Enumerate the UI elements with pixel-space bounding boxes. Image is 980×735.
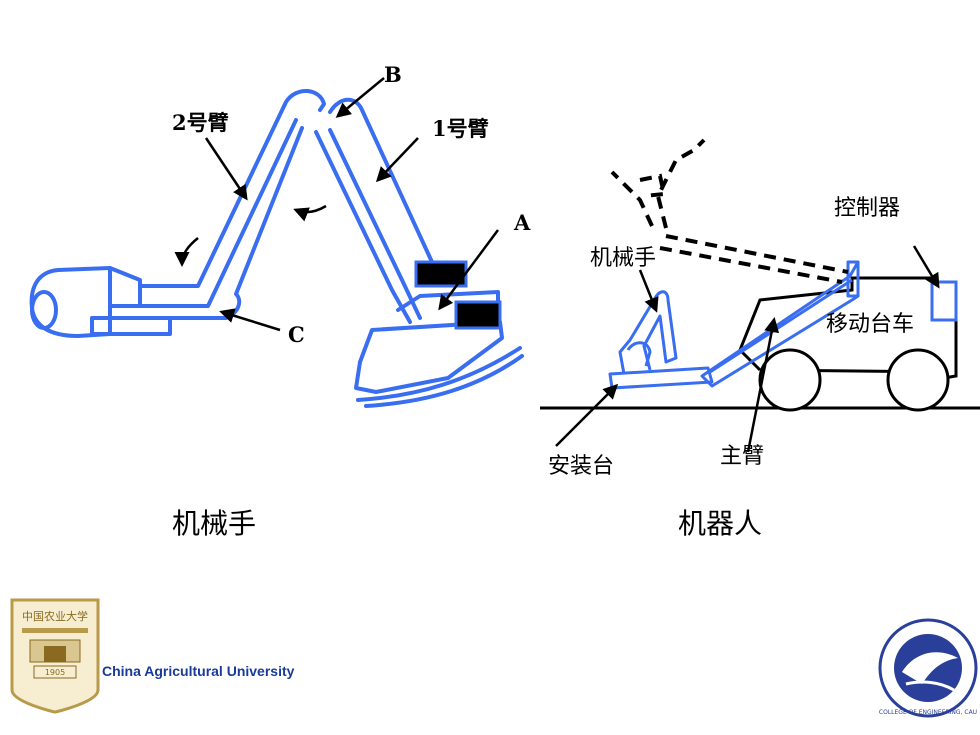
college-logo-text: COLLEGE OF ENGINEERING, CAU	[879, 709, 977, 716]
college-logo-year: 1952	[919, 660, 937, 668]
raised-arm-dashed	[610, 138, 849, 284]
right-caption: 机器人	[678, 507, 763, 540]
cau-logo-year: 1905	[45, 668, 65, 677]
arrow-mount	[555, 383, 619, 447]
label-mount: 安装台	[548, 454, 615, 479]
arm2-inner	[168, 126, 304, 320]
rotate-arrow-1	[174, 237, 199, 267]
left-black-block-2	[454, 300, 502, 330]
label-main-arm: 主臂	[720, 444, 765, 469]
arm1-mid	[314, 130, 412, 324]
college-logo: 1952 COLLEGE OF ENGINEERING, CAU	[878, 618, 978, 718]
arm1-outline	[328, 97, 434, 264]
gripper-body	[108, 266, 142, 308]
arrow-controller	[912, 245, 940, 289]
base-track-2	[364, 354, 524, 408]
arm2-mid	[138, 118, 298, 308]
cart-wheel-front	[758, 348, 822, 412]
left-black-block-1	[414, 260, 468, 288]
label-a: A	[514, 210, 531, 235]
arrow-arm1	[375, 137, 419, 183]
label-controller: 控制器	[834, 196, 901, 221]
label-c: C	[288, 322, 305, 347]
cau-logo: 中国农业大学 1905	[10, 598, 100, 714]
base-track-1	[356, 346, 522, 402]
mobile-cart	[738, 276, 958, 412]
arrow-manipulator	[638, 269, 659, 313]
arrow-b	[335, 77, 385, 118]
gripper-end-cap	[30, 290, 58, 330]
left-caption: 机械手	[172, 507, 257, 540]
arrow-c	[219, 308, 281, 332]
rotate-arrow-2	[293, 204, 327, 222]
mount-platform	[608, 366, 714, 390]
arm2-outline	[138, 89, 326, 288]
label-b: B	[384, 62, 402, 87]
arm1-inner	[328, 128, 422, 320]
arrow-a	[438, 229, 500, 311]
svg-text:中国农业大学: 中国农业大学	[22, 609, 88, 623]
label-arm1: 1号臂	[432, 116, 489, 141]
gripper-jaw	[90, 316, 172, 336]
left-arrows	[174, 77, 500, 332]
arrow-main-arm	[746, 317, 780, 453]
right-arrows	[555, 245, 940, 453]
controller-box	[930, 280, 958, 322]
arrow-arm2	[204, 137, 248, 201]
label-arm2: 2号臂	[172, 110, 229, 135]
university-name: China Agricultural University	[102, 663, 295, 679]
small-manipulator	[618, 290, 678, 375]
label-manipulator: 机械手	[590, 246, 657, 271]
main-arm	[700, 260, 860, 388]
cart-wheel-rear	[886, 348, 950, 412]
gripper-head	[29, 266, 112, 338]
label-mobile-cart: 移动台车	[826, 312, 915, 337]
